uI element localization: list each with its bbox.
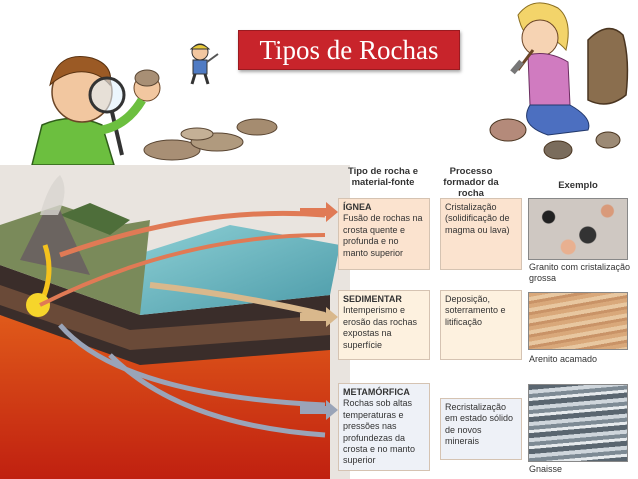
metamorphic-source: Rochas sob altas temperaturas e pressões…: [343, 398, 416, 466]
igneous-box: ÍGNEA Fusão de rochas na crosta quente e…: [338, 198, 430, 270]
header-example: Exemplo: [558, 180, 598, 191]
sandstone-caption: Arenito acamado: [529, 354, 598, 364]
sedimentary-type-label: SEDIMENTAR: [343, 294, 402, 304]
metamorphic-box: METAMÓRFICA Rochas sob altas temperatura…: [338, 383, 430, 471]
granite-caption: Granito com cristalização grossa: [529, 262, 631, 283]
igneous-type-label: ÍGNEA: [343, 202, 372, 212]
gneiss-sample: [528, 384, 628, 462]
miner-icon: [189, 43, 219, 85]
sedimentary-source: Intemperismo e erosão das rochas exposta…: [343, 305, 418, 350]
girl-with-hammer-icon: [489, 2, 629, 160]
igneous-process: Cristalização (solidificação de magma ou…: [440, 198, 522, 270]
gneiss-caption: Gnaisse: [529, 464, 563, 474]
arrow-metamorphic: [300, 400, 338, 420]
header-rock-type: Tipo de rocha e material-fonte: [347, 166, 419, 188]
sedimentary-process: Deposição, soterramento e litificação: [440, 290, 522, 360]
rock-cycle-block-diagram: [0, 165, 350, 479]
arrow-igneous: [300, 202, 338, 222]
boy-with-magnifier-icon: [31, 56, 278, 166]
header-process: Processo formador da rocha: [443, 166, 499, 199]
sandstone-sample: [528, 292, 628, 350]
page-title: Tipos de Rochas: [238, 30, 460, 70]
sedimentary-box: SEDIMENTAR Intemperismo e erosão das roc…: [338, 290, 430, 360]
arrow-sedimentary: [300, 307, 338, 327]
igneous-source: Fusão de rochas na crosta quente e profu…: [343, 213, 423, 258]
metamorphic-type-label: METAMÓRFICA: [343, 387, 410, 397]
metamorphic-process: Recristalização em estado sólido de novo…: [440, 398, 522, 460]
granite-sample: [528, 198, 628, 260]
